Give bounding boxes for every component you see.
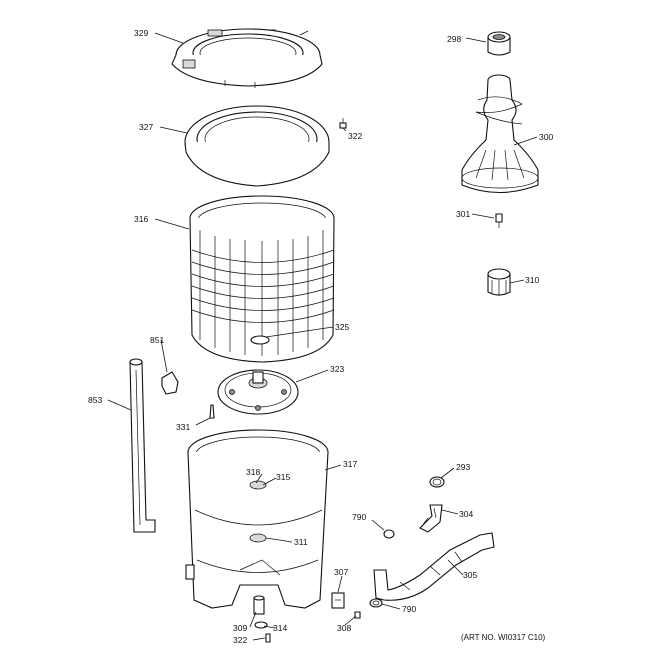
hose-clamp-293: [429, 476, 445, 488]
pressure-tube: [129, 358, 156, 533]
label-309: 309: [233, 623, 247, 633]
label-322-lower: 322: [233, 635, 247, 645]
pin-331: [209, 404, 215, 419]
screw-322-upper: [339, 118, 347, 129]
label-305: 305: [463, 570, 477, 580]
basket-nut: [250, 335, 270, 345]
label-790-lower: 790: [402, 604, 416, 614]
label-317: 317: [343, 459, 357, 469]
label-325: 325: [335, 322, 349, 332]
leader-lines: [107, 32, 538, 641]
agitator-bolt: [495, 213, 503, 228]
agitator: [461, 74, 539, 193]
hose-clip-851: [161, 371, 179, 395]
outer-tub: [185, 429, 329, 609]
label-310: 310: [525, 275, 539, 285]
label-323: 323: [330, 364, 344, 374]
label-301: 301: [456, 209, 470, 219]
drain-hose: [373, 532, 495, 601]
label-851: 851: [150, 335, 164, 345]
drain-hose-short: [419, 504, 443, 533]
screw-322-lower: [265, 633, 271, 643]
label-293: 293: [456, 462, 470, 472]
label-307: 307: [334, 567, 348, 577]
callout-labels: 329 298 300 327 322 316 301 310 325 851 …: [88, 28, 553, 645]
label-298: 298: [447, 34, 461, 44]
hose-clamp-790-upper: [383, 529, 395, 539]
label-790-upper: 790: [352, 512, 366, 522]
label-304: 304: [459, 509, 473, 519]
drain-fitting: [253, 595, 268, 629]
spin-basket: [189, 195, 335, 363]
label-329: 329: [134, 28, 148, 38]
bracket-307: [331, 592, 345, 609]
agitator-cap: [487, 31, 511, 56]
hose-clamp-790-lower: [369, 598, 383, 608]
label-311: 311: [294, 537, 308, 547]
label-314: 314: [273, 623, 287, 633]
art-number: (ART NO. WI0317 C10): [461, 633, 546, 642]
tub-cover: [171, 28, 323, 88]
basket-hub: [217, 369, 299, 415]
label-331: 331: [176, 422, 190, 432]
balance-ring: [184, 105, 330, 187]
label-318: 318: [246, 467, 260, 477]
label-316: 316: [134, 214, 148, 224]
label-327: 327: [139, 122, 153, 132]
drive-coupling: [487, 268, 511, 296]
label-315: 315: [276, 472, 290, 482]
label-300: 300: [539, 132, 553, 142]
screw-308: [354, 611, 361, 619]
label-308: 308: [337, 623, 351, 633]
label-322-upper: 322: [348, 131, 362, 141]
label-853: 853: [88, 395, 102, 405]
